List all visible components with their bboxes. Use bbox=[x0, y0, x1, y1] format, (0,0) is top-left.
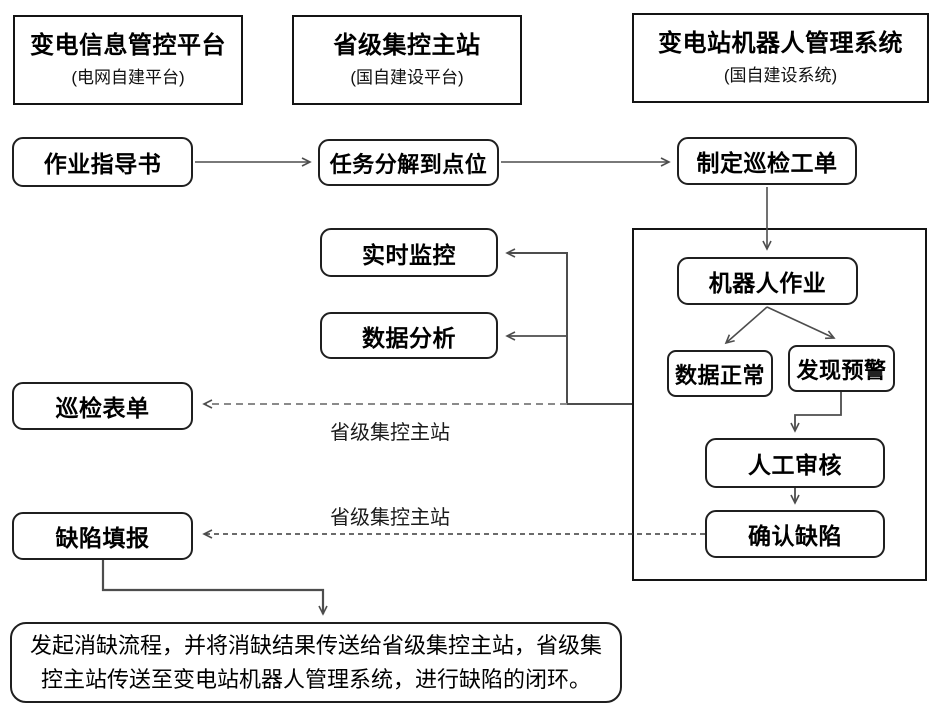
node-manual-review: 人工审核 bbox=[705, 438, 885, 488]
platform-title: 省级集控主站 bbox=[333, 31, 481, 59]
node-alarm-found: 发现预警 bbox=[788, 345, 895, 392]
platform-box-provincial-master: 省级集控主站 (国自建设平台) bbox=[292, 15, 522, 105]
node-confirm-defect: 确认缺陷 bbox=[705, 510, 885, 558]
platform-subtitle: (国自建设平台) bbox=[350, 68, 464, 88]
footer-note-box: 发起消缺流程，并将消缺结果传送给省级集控主站，省级集控主站传送至变电站机器人管理… bbox=[10, 622, 622, 703]
platform-box-substation-info: 变电信息管控平台 (电网自建平台) bbox=[13, 15, 243, 105]
label-provincial-master-upper: 省级集控主站 bbox=[330, 422, 450, 444]
node-defect-report: 缺陷填报 bbox=[12, 512, 193, 560]
node-robot-operation: 机器人作业 bbox=[677, 257, 858, 305]
node-data-analysis: 数据分析 bbox=[320, 312, 498, 359]
platform-title: 变电信息管控平台 bbox=[30, 31, 226, 59]
platform-subtitle: (国自建设系统) bbox=[723, 66, 838, 86]
node-create-work-order: 制定巡检工单 bbox=[677, 137, 857, 185]
label-provincial-master-lower: 省级集控主站 bbox=[330, 507, 450, 529]
platform-title: 变电站机器人管理系统 bbox=[658, 29, 903, 57]
robot-system-container bbox=[632, 228, 927, 581]
node-data-normal: 数据正常 bbox=[667, 350, 773, 397]
platform-subtitle: (电网自建平台) bbox=[71, 68, 185, 88]
arrow-defectreport-to-footer bbox=[101, 560, 328, 616]
node-work-guide: 作业指导书 bbox=[12, 137, 193, 187]
node-task-decompose: 任务分解到点位 bbox=[318, 139, 499, 186]
node-inspection-form: 巡检表单 bbox=[12, 382, 193, 430]
arrow-container-to-realtime-monitor bbox=[505, 248, 632, 405]
platform-box-robot-system: 变电站机器人管理系统 (国自建设系统) bbox=[632, 13, 929, 103]
node-realtime-monitor: 实时监控 bbox=[320, 228, 498, 277]
